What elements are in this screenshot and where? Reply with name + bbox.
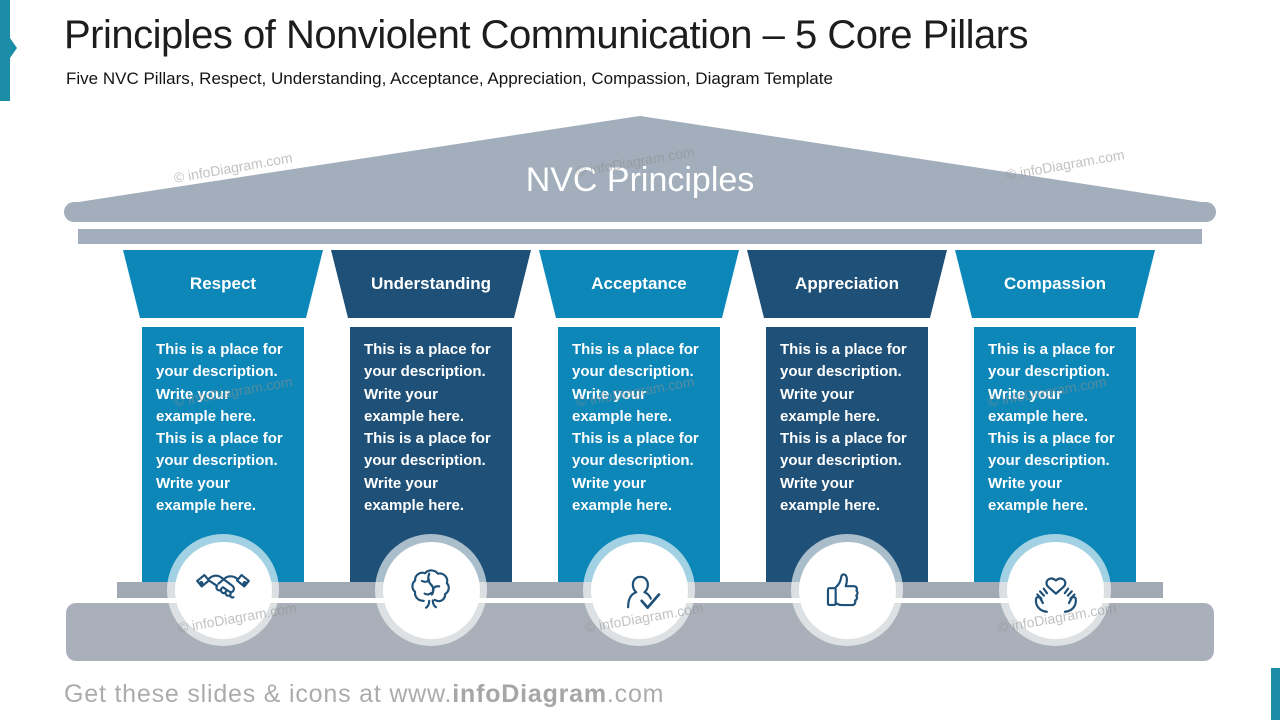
bottom-right-accent-bar [1271,668,1280,720]
icon-circle [590,541,688,639]
left-accent-bar [0,0,10,101]
brain-icon [411,569,450,609]
footer-suffix: .com [606,680,665,708]
footer-brand: infoDiagram [452,680,607,708]
icon-badge [167,534,279,646]
pillar-title: Acceptance [591,274,687,293]
footer-credit: Get these slides & icons at www.infoDiag… [64,680,664,709]
handshake-icon [196,573,250,599]
icon-badge [999,534,1111,646]
pillar-body: This is a place for your description. Wr… [558,327,720,584]
slide-subtitle: Five NVC Pillars, Respect, Understanding… [66,69,833,88]
pillar-capital: Appreciation [747,250,947,318]
icon-circle [798,541,896,639]
icon-badge [583,534,695,646]
pillar-understanding: Understanding This is a place for your d… [331,250,531,650]
pillar-capital: Respect [123,250,323,318]
temple-roof [64,116,1216,222]
pillar-title: Respect [189,274,257,293]
pillar-capital: Understanding [331,250,531,318]
icon-badge [375,534,487,646]
pillar-body: This is a place for your description. Wr… [974,327,1136,584]
pillar-title: Compassion [1003,274,1107,293]
architrave-bar [78,229,1202,244]
left-accent-arrow-icon [10,38,17,58]
icon-circle [1006,541,1104,639]
icon-circle [382,541,480,639]
pillar-title: Appreciation [795,274,899,293]
pillar-body: This is a place for your description. Wr… [350,327,512,584]
heart-in-hands-icon [1034,577,1077,613]
roof-title: NVC Principles [525,161,755,199]
pillar-compassion: Compassion This is a place for your desc… [955,250,1155,650]
pillar-description: This is a place for your description. Wr… [156,341,283,515]
pillar-acceptance: Acceptance This is a place for your desc… [539,250,739,650]
icon-badge [791,534,903,646]
pillar-respect: Respect This is a place for your descrip… [123,250,323,650]
footer-prefix: Get these slides & icons at www. [64,680,453,708]
pillar-capital: Acceptance [539,250,739,318]
slide-title: Principles of Nonviolent Communication –… [64,13,1029,57]
pillar-appreciation: Appreciation This is a place for your de… [747,250,947,650]
pillar-description: This is a place for your description. Wr… [780,341,907,515]
person-check-icon [627,575,661,610]
icon-circle [174,541,272,639]
pillar-description: This is a place for your description. Wr… [364,341,491,515]
pillar-capital: Compassion [955,250,1155,318]
pillar-description: This is a place for your description. Wr… [572,341,699,515]
pillar-description: This is a place for your description. Wr… [988,341,1115,515]
thumbs-up-icon [826,573,859,607]
pillar-title: Understanding [371,274,491,293]
